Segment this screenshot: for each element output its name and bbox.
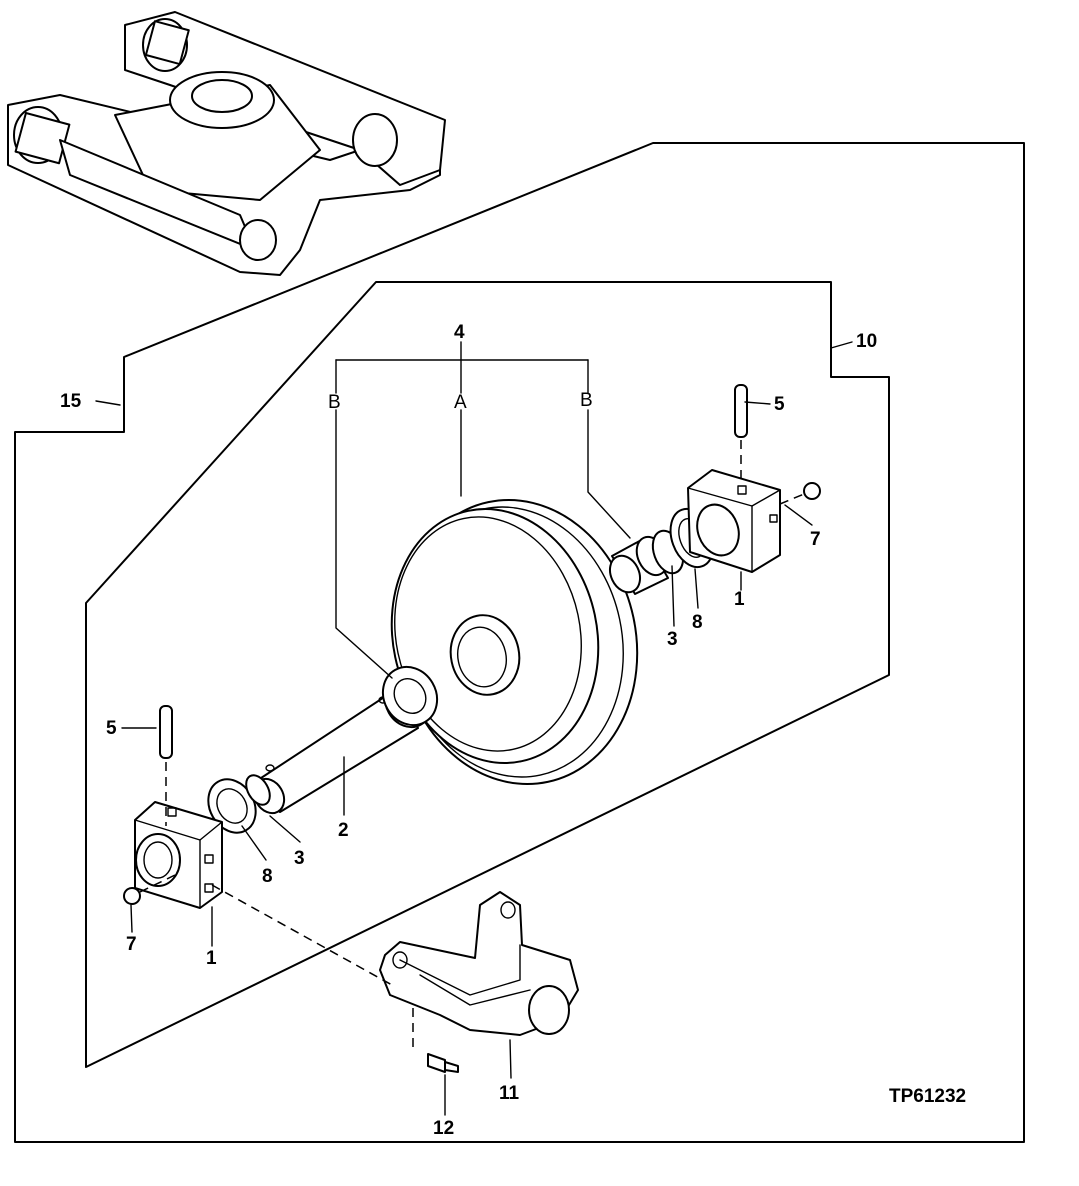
callout-11: 11	[499, 1083, 520, 1104]
callout-2: 2	[338, 820, 349, 841]
bracket-right	[687, 469, 781, 573]
ref-b-left: B	[328, 392, 341, 413]
idler-wheel	[390, 498, 639, 786]
ref-b-right: B	[580, 390, 593, 411]
callout-4: 4	[454, 322, 465, 343]
callout-1-right: 1	[734, 589, 745, 610]
callout-8-right: 8	[692, 612, 703, 633]
ref-bracket	[335, 341, 631, 679]
reference-letters: A B B	[328, 390, 593, 413]
plug-left	[123, 887, 141, 905]
group-15-outline	[14, 142, 1025, 1143]
pin-right	[734, 384, 748, 438]
callout-1-left: 1	[206, 948, 217, 969]
callout-7-right: 7	[810, 529, 821, 550]
callout-3-left: 3	[294, 848, 305, 869]
callout-10: 10	[856, 331, 877, 352]
callouts: 15 10 4 5 5 7 7 1 1 8 8 3 3 2 11 12	[60, 322, 877, 1139]
callout-5-left: 5	[106, 718, 117, 739]
plug-right	[803, 482, 821, 500]
leader-lines	[95, 341, 853, 1116]
track-frame	[7, 11, 446, 276]
yoke	[379, 891, 579, 1036]
callout-12: 12	[433, 1118, 454, 1139]
bracket-left	[134, 801, 223, 909]
callout-8-left: 8	[262, 866, 273, 887]
assembly-lines	[139, 440, 805, 1050]
group-10-outline	[85, 281, 890, 1068]
ref-a: A	[454, 392, 467, 413]
callout-3-right: 3	[667, 629, 678, 650]
seal-left	[207, 774, 271, 834]
callout-15: 15	[60, 391, 82, 412]
callout-5-right: 5	[774, 394, 785, 415]
collar-left	[381, 665, 439, 727]
bolt	[427, 1053, 459, 1073]
callout-7-left: 7	[126, 934, 137, 955]
figure-id: TP61232	[889, 1086, 966, 1107]
pin-left	[159, 705, 173, 759]
